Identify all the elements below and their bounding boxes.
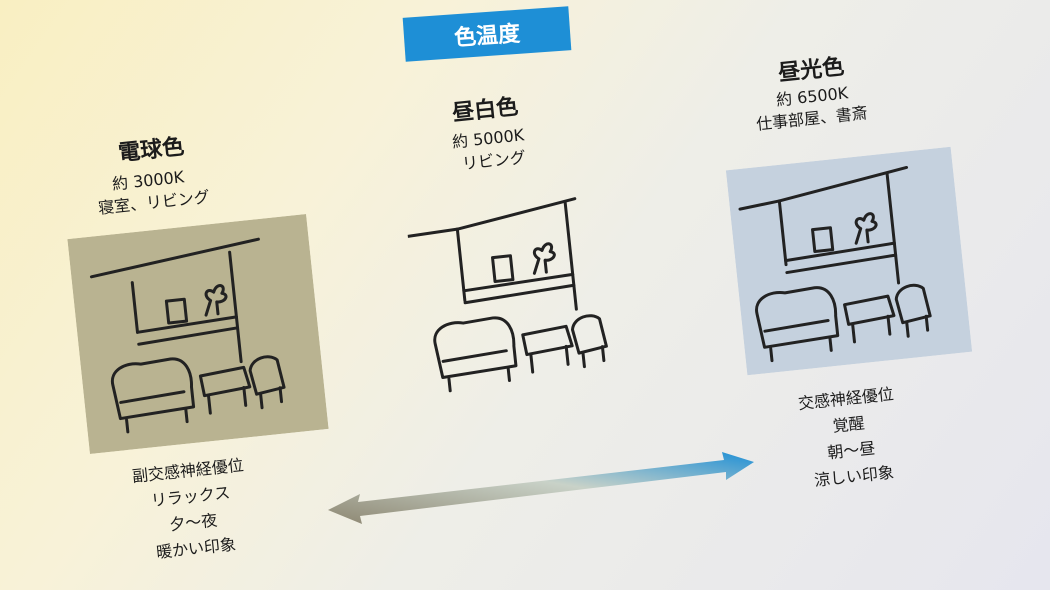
cool-effects: 交感神経優位 覚醒 朝～昼 涼しい印象 xyxy=(797,381,903,494)
warm-room-illustration xyxy=(67,214,329,454)
double-arrow-icon xyxy=(328,452,754,524)
room-sketch-icon xyxy=(406,197,608,393)
daylight-color-title: 昼光色 xyxy=(777,54,846,87)
warm-color-title: 電球色 xyxy=(117,134,186,167)
warm-effects: 副交感神経優位 リラックス 夕～夜 暖かい印象 xyxy=(131,452,253,567)
daylight-color-use: 仕事部屋、書斎 xyxy=(755,103,869,134)
color-temperature-arrow xyxy=(320,430,760,540)
daylight-room-illustration xyxy=(725,146,973,376)
title-badge: 色温度 xyxy=(402,6,572,62)
neutral-room-illustration xyxy=(404,173,655,406)
room-sketch-icon xyxy=(67,214,329,454)
room-sketch-icon xyxy=(725,146,973,376)
neutral-color-title: 昼白色 xyxy=(451,94,520,127)
